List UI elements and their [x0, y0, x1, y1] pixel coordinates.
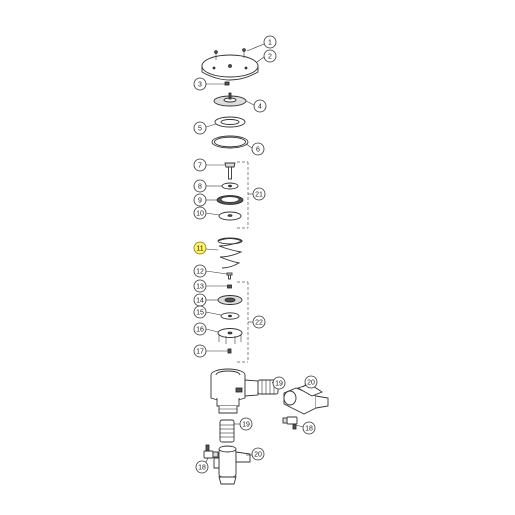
part-ball-valve-20-bottom	[213, 445, 251, 485]
callout-19-right: 19	[272, 376, 286, 390]
part-screw-12	[226, 272, 233, 280]
part-ring-5	[214, 116, 246, 128]
callout-17-label: 17	[196, 349, 204, 356]
callout-20-right: 20	[304, 375, 318, 389]
callout-14-label: 14	[196, 298, 204, 305]
part-ball-valve-20-right	[283, 383, 329, 415]
part-disk-10	[218, 211, 242, 221]
callout-20-bottom-label: 20	[254, 452, 262, 459]
callout-19-bottom: 19	[239, 417, 253, 431]
callout-15: 15	[193, 305, 207, 319]
part-pin-17	[227, 348, 232, 354]
part-washer-15	[220, 312, 240, 320]
callout-10-label: 10	[196, 211, 204, 218]
callout-17: 17	[193, 344, 207, 358]
part-seal-9	[216, 195, 244, 205]
callout-3: 3	[193, 77, 207, 91]
callout-12-label: 12	[196, 269, 204, 276]
callout-18-right: 18	[302, 421, 316, 435]
part-small-valve-18-bottom	[203, 444, 219, 459]
callout-19-bottom-label: 19	[242, 422, 250, 429]
part-diaphragm	[213, 92, 247, 107]
callout-14: 14	[193, 293, 207, 307]
callout-11-label: 11	[196, 246, 203, 253]
part-guide-16	[217, 328, 243, 344]
callout-8: 8	[193, 179, 207, 193]
part-seal-14	[217, 295, 243, 305]
callout-20-bottom: 20	[251, 447, 265, 461]
callout-16: 16	[193, 322, 207, 336]
part-nipple-19-bottom	[219, 419, 235, 443]
callout-7: 7	[193, 158, 207, 172]
callout-19-right-label: 19	[275, 381, 283, 388]
callout-13-label: 13	[196, 284, 204, 291]
callout-18-right-label: 18	[305, 426, 313, 433]
part-valve-body	[210, 368, 259, 414]
callout-18-bottom: 18	[195, 460, 209, 474]
part-top-cap	[201, 48, 259, 81]
callout-13: 13	[193, 279, 207, 293]
callout-20-right-label: 20	[307, 380, 315, 387]
part-pin	[224, 81, 230, 86]
callout-6: 6	[251, 142, 265, 156]
callout-15-label: 15	[196, 310, 204, 317]
callout-10: 10	[193, 206, 207, 220]
part-washer-8	[221, 182, 239, 190]
callout-1-label: 1	[268, 40, 272, 47]
callout-5: 5	[193, 121, 207, 135]
callout-12: 12	[193, 264, 207, 278]
callout-22: 22	[252, 315, 266, 329]
callout-5-label: 5	[198, 126, 202, 133]
part-nut-13	[227, 284, 232, 289]
callout-9: 9	[193, 193, 207, 207]
callout-9-label: 9	[198, 198, 202, 205]
part-screw-7	[224, 162, 236, 180]
callout-18-bottom-label: 18	[198, 465, 206, 472]
group-bracket-21	[237, 161, 249, 229]
group-bracket-22	[237, 281, 249, 363]
part-small-valve-18-right	[282, 416, 298, 430]
callout-21: 21	[252, 187, 266, 201]
callout-2: 2	[263, 49, 277, 63]
callout-22-label: 22	[255, 320, 263, 327]
callout-6-label: 6	[256, 147, 260, 154]
callout-21-label: 21	[255, 192, 263, 199]
callout-8-label: 8	[198, 184, 202, 191]
callout-2-label: 2	[268, 54, 272, 61]
callout-1: 1	[263, 35, 277, 49]
callout-7-label: 7	[198, 163, 202, 170]
callout-16-label: 16	[196, 327, 204, 334]
part-o-ring-6	[211, 135, 249, 149]
callout-11: 11	[193, 241, 207, 255]
callout-4-label: 4	[258, 104, 262, 111]
part-spring-11	[217, 237, 244, 269]
callout-4: 4	[253, 99, 267, 113]
callout-3-label: 3	[198, 82, 202, 89]
